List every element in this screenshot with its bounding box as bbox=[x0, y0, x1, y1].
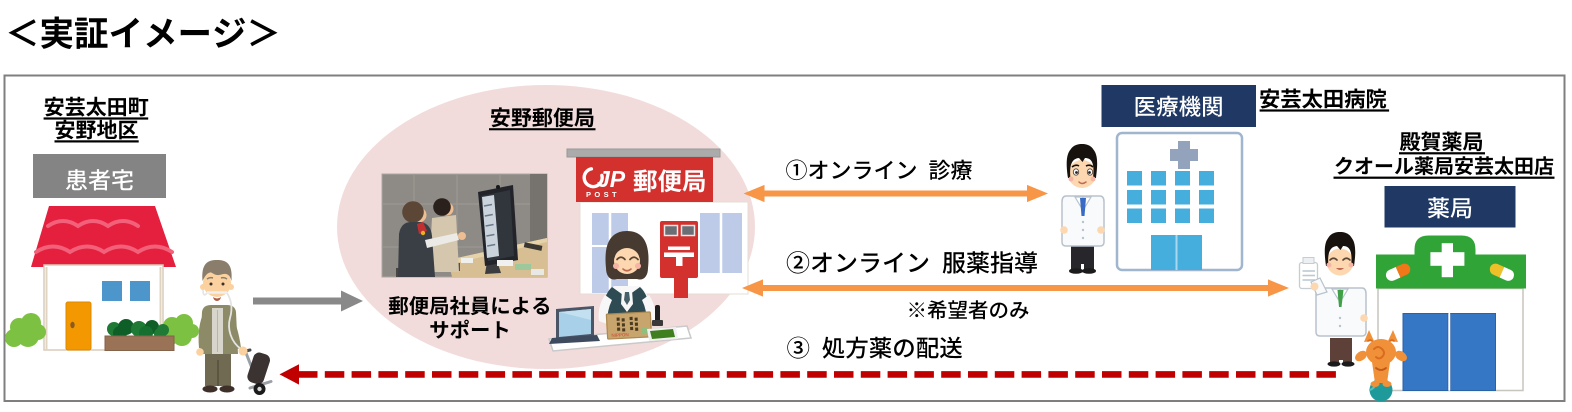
svg-text:NIPPON: NIPPON bbox=[611, 332, 629, 338]
svg-text:JP: JP bbox=[597, 166, 626, 192]
svg-text:POST: POST bbox=[586, 190, 620, 199]
